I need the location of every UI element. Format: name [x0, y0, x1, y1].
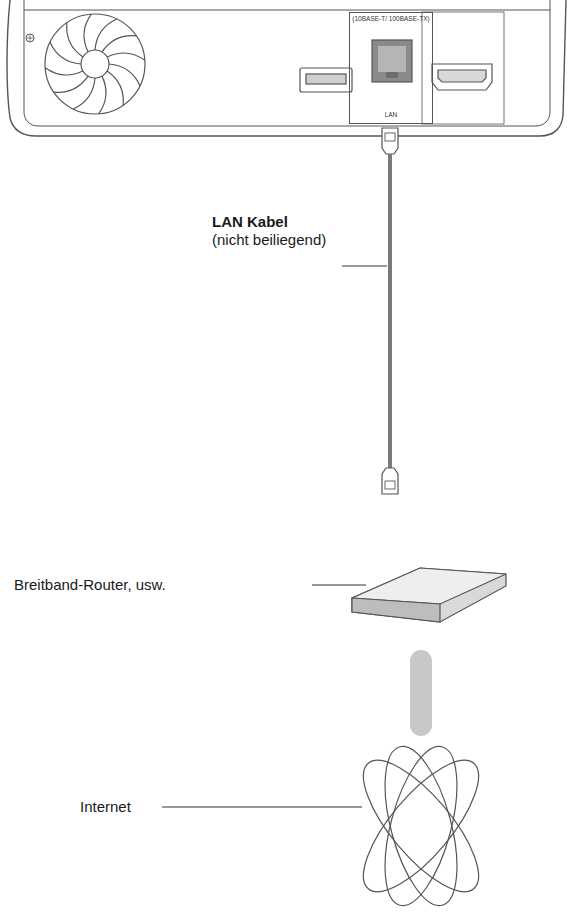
internet-label: Internet [80, 798, 131, 815]
router-label: Breitband-Router, usw. [14, 576, 166, 593]
fan-blade [73, 78, 95, 109]
port-spec: (10BASE-T/ 100BASE-TX) [352, 16, 429, 23]
port-name: LAN [385, 112, 398, 119]
cable-label: LAN Kabel [212, 213, 288, 230]
fan-blade [99, 76, 106, 114]
fan-blade [84, 14, 91, 52]
fan-blade [54, 76, 88, 92]
internet-link [410, 650, 432, 736]
fan-blade [107, 53, 145, 60]
fan-blade [67, 23, 83, 57]
fan-blade [95, 19, 117, 50]
cable-note: (nicht beiliegend) [212, 231, 326, 248]
broadband-router [352, 568, 506, 622]
hdmi-port [422, 12, 504, 124]
fan-blade [107, 71, 123, 105]
internet-symbol [345, 739, 496, 913]
leader-lines [162, 266, 387, 807]
fan-blade [50, 42, 81, 64]
fan-blade [102, 36, 136, 52]
device-back-panel [7, 0, 566, 136]
fan-grille [45, 14, 145, 114]
fan-blade [109, 64, 140, 86]
lan-cable [382, 128, 398, 494]
usb-port [300, 68, 352, 92]
fan-blade [45, 68, 83, 75]
lan-port-box: (10BASE-T/ 100BASE-TX) LAN [349, 12, 432, 124]
lan-port [372, 40, 412, 82]
